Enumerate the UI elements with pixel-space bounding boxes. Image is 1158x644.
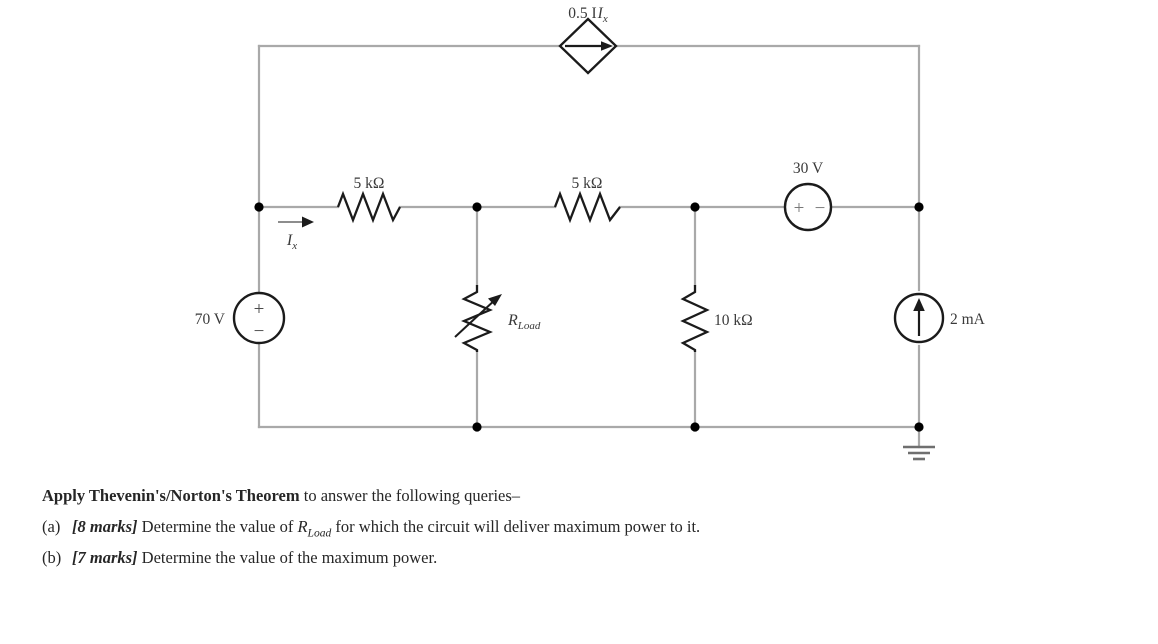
dependent-current-source (558, 17, 618, 75)
resistor-5k-left (336, 190, 402, 224)
question-item-a-marker: (a) (42, 517, 61, 536)
question-item-b: (b) [7 marks] Determine the value of the … (42, 548, 437, 568)
resistor-5k-right (553, 190, 621, 224)
circuit-svg: 0.5 IIx 5 kΩ Ix 5 kΩ RLoad 10 kΩ (195, 5, 986, 461)
node-right-mid (914, 202, 924, 212)
question-item-a: (a) [8 marks] Determine the value of RLoa… (42, 517, 700, 539)
question-item-a-symbol-main: R (297, 517, 308, 536)
voltage-source-70v-circle (232, 291, 286, 345)
question-item-a-symbol-sub: Load (307, 527, 332, 540)
dependent-source-label: 0.5 IIx (568, 5, 608, 25)
resistor-5k-left-label: 5 kΩ (354, 175, 385, 192)
question-item-b-marks: [7 marks] (72, 548, 138, 567)
resistor-5k-left-zigzag (336, 190, 402, 224)
diamond-arrow-head (601, 41, 613, 51)
wires (257, 44, 921, 449)
resistor-load-label: RLoad (507, 312, 541, 332)
question-heading-rest: to answer the following queries– (299, 486, 521, 505)
resistor-load-arrow-shaft (454, 297, 498, 338)
voltage-source-70v-plus: + (254, 299, 265, 320)
current-ix-arrow (278, 216, 314, 228)
junction-nodes (254, 202, 924, 432)
voltage-source-70v-minus: − (254, 321, 265, 342)
resistor-10k (680, 285, 710, 352)
resistor-load (454, 285, 502, 352)
node-rload-top (472, 202, 482, 212)
resistor-5k-right-zigzag (553, 190, 621, 224)
question-item-a-marks: [8 marks] (72, 517, 138, 536)
voltage-source-70v-label: 70 V (195, 311, 226, 328)
question-heading: Apply Thevenin's/Norton's Theorem to ans… (42, 486, 520, 506)
ix-arrow-head (302, 216, 314, 228)
voltage-source-30v: + − (783, 182, 833, 232)
current-ix-label: Ix (286, 232, 297, 252)
resistor-load-arrow-head (488, 294, 502, 306)
node-left-mid (254, 202, 264, 212)
current-source-2ma-label: 2 mA (950, 311, 986, 328)
voltage-source-70v: + − (232, 291, 286, 345)
diamond-shape (558, 17, 618, 75)
voltage-source-30v-label: 30 V (793, 160, 824, 177)
voltage-source-30v-minus: − (815, 198, 826, 219)
resistor-5k-right-label: 5 kΩ (572, 175, 603, 192)
node-ground (914, 422, 924, 432)
ground-symbol (903, 445, 935, 461)
node-r10k-top (690, 202, 700, 212)
node-r10k-bottom (690, 422, 700, 432)
question-item-b-text-before: Determine the value of the maximum power… (137, 548, 438, 567)
question-item-b-marker: (b) (42, 548, 62, 567)
question-item-a-text-before: Determine the value of (137, 517, 298, 536)
resistor-load-zigzag (461, 285, 493, 352)
question-item-a-text-after: for which the circuit will deliver maxim… (331, 517, 701, 536)
node-rload-bottom (472, 422, 482, 432)
question-item-a-symbol: RLoad (297, 517, 332, 540)
question-heading-bold: Apply Thevenin's/Norton's Theorem (42, 486, 300, 505)
current-source-2ma (893, 292, 945, 344)
current-source-2ma-arrow-head (913, 298, 925, 311)
resistor-10k-label: 10 kΩ (714, 312, 753, 329)
voltage-source-30v-circle (783, 182, 833, 232)
circuit-diagram: 0.5 IIx 5 kΩ Ix 5 kΩ RLoad 10 kΩ (195, 5, 986, 461)
voltage-source-30v-plus: + (794, 198, 805, 219)
resistor-10k-zigzag (680, 285, 710, 352)
